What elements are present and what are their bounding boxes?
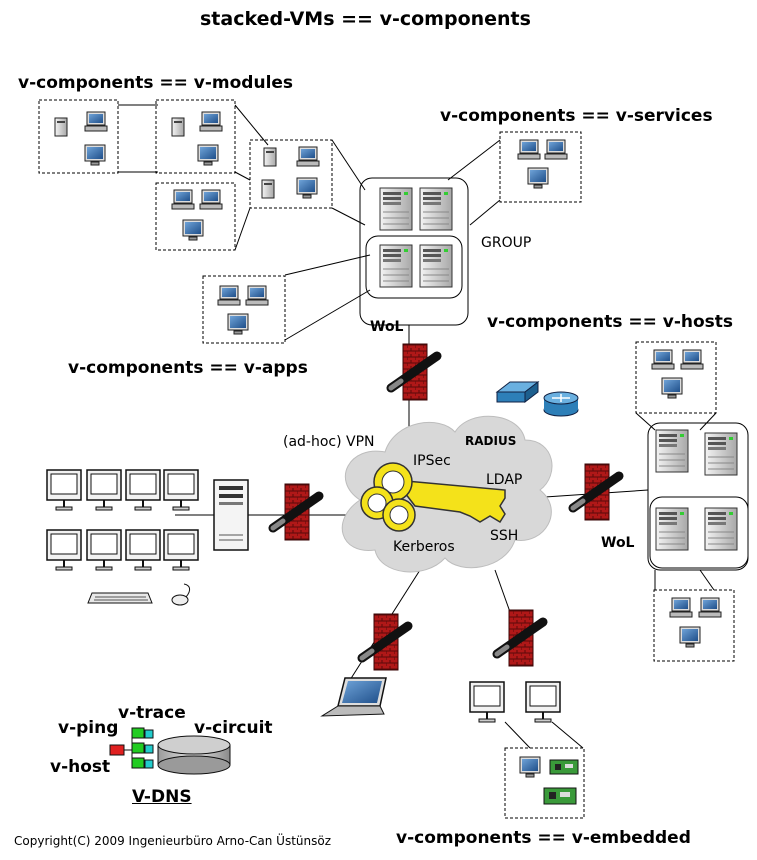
- v-apps-label: v-components == v-apps: [68, 358, 308, 378]
- firewall-icon: [497, 610, 543, 666]
- firewall-icon: [391, 344, 437, 400]
- vdns-diagram: [109, 727, 231, 775]
- v-dns-label: V-DNS: [132, 787, 192, 807]
- page-title: stacked-VMs == v-components: [200, 8, 531, 30]
- v-services-label: v-components == v-services: [440, 106, 713, 126]
- v-circuit-label: v-circuit: [194, 718, 273, 738]
- tower-pc-icon: [213, 479, 249, 551]
- group-cluster: [359, 177, 469, 326]
- v-host-label: v-host: [50, 757, 111, 777]
- vpn-label: (ad-hoc) VPN: [283, 434, 375, 450]
- circuit-board-icon: [543, 759, 579, 805]
- v-hosts-label: v-components == v-hosts: [487, 312, 734, 332]
- v-ping-label: v-ping: [58, 718, 119, 738]
- kerberos-label: Kerberos: [393, 539, 455, 555]
- switch-icon: [495, 380, 540, 404]
- v-trace-label: v-trace: [118, 703, 186, 723]
- keyboard-icon: [87, 592, 153, 604]
- v-modules-label: v-components == v-modules: [18, 73, 294, 93]
- copyright-text: Copyright(C) 2009 Ingenieurbüro Arno-Can…: [14, 834, 332, 848]
- key-icon: [360, 462, 506, 532]
- ssh-label: SSH: [490, 528, 519, 544]
- database-icon: [157, 735, 231, 775]
- firewall-icon: [273, 484, 319, 540]
- v-embedded-label: v-components == v-embedded: [396, 828, 691, 848]
- hosts-cluster: [647, 422, 749, 571]
- radius-label: RADIUS: [465, 434, 517, 448]
- wol-right-label: WoL: [601, 535, 635, 551]
- ipsec-label: IPSec: [413, 453, 451, 469]
- embedded-monitors: [469, 681, 561, 723]
- wol-top-label: WoL: [370, 319, 404, 335]
- mouse-icon: [171, 583, 191, 606]
- connection-lines: [118, 104, 717, 749]
- group-label: GROUP: [481, 235, 532, 251]
- workstation-farm: [46, 469, 249, 606]
- laptop-icon: [320, 677, 387, 717]
- dashed-boxes: [38, 99, 735, 819]
- firewall-icon: [362, 614, 408, 670]
- ldap-label: LDAP: [486, 472, 523, 488]
- router-icon: [543, 391, 579, 417]
